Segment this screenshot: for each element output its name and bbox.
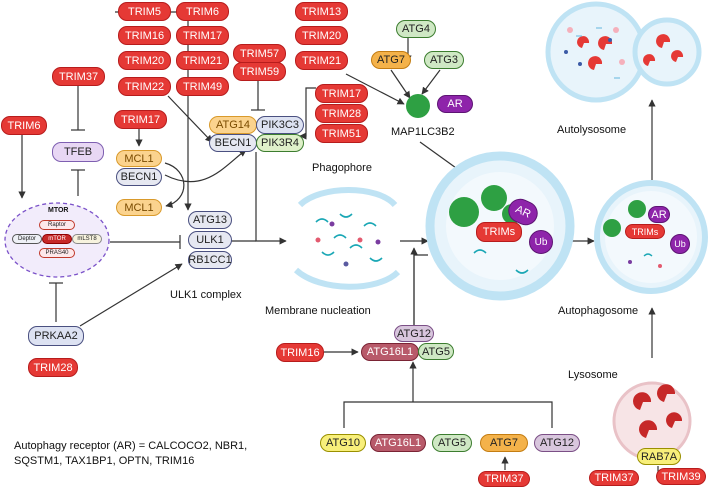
atg14-node: ATG14 — [209, 116, 257, 134]
trim5-node: TRIM5 — [118, 2, 171, 21]
atg12-complex-node: ATG12 — [394, 325, 434, 342]
edge-atg12-phago — [413, 254, 428, 330]
trim21-right-node: TRIM21 — [295, 51, 348, 70]
trims-forming-node: TRIMs — [476, 222, 522, 242]
edge-atg7-lc3 — [390, 69, 411, 99]
raptor-node: Raptor — [39, 220, 75, 230]
prkaa2-node: PRKAA2 — [28, 326, 84, 346]
edge-becn1-pi3k — [164, 149, 247, 183]
trim17-top-node: TRIM17 — [176, 26, 229, 45]
trim51-pik-node: TRIM51 — [315, 124, 368, 143]
edge-atg3-lc3 — [421, 69, 441, 95]
ar-top-node: AR — [437, 95, 473, 113]
ub-mature-node: Ub — [670, 234, 690, 254]
trim17-pik-node: TRIM17 — [315, 84, 368, 103]
pik3r4-node: PIK3R4 — [256, 134, 304, 152]
trim16-top-node: TRIM16 — [118, 26, 171, 45]
trim21-top-node: TRIM21 — [176, 51, 229, 70]
trim37-tfeb-node: TRIM37 — [52, 67, 105, 86]
trim59-node: TRIM59 — [233, 62, 286, 81]
ulk1-complex-label: ULK1 complex — [170, 289, 242, 301]
autophagosome-label: Autophagosome — [558, 305, 639, 317]
mcl1-bottom-node: MCL1 — [116, 199, 162, 216]
atg5-bottom-node: ATG5 — [432, 434, 472, 452]
map1lc3b2-label: MAP1LC3B2 — [391, 126, 455, 138]
trim6-top-node: TRIM6 — [176, 2, 229, 21]
atg13-node: ATG13 — [188, 211, 232, 229]
trim37-rab7a-node: TRIM37 — [589, 470, 639, 486]
atg16l1-bottom-node: ATG16L1 — [370, 434, 426, 452]
trim28-node: TRIM28 — [28, 358, 78, 377]
atg7-top-node: ATG7 — [371, 51, 411, 69]
trim22-node: TRIM22 — [118, 77, 171, 96]
atg4-node: ATG4 — [396, 20, 436, 38]
lysosome-label: Lysosome — [568, 369, 618, 381]
mtor-title: MTOR — [48, 207, 69, 214]
atg16l1-complex-node: ATG16L1 — [361, 343, 419, 361]
trim20-right-node: TRIM20 — [295, 26, 348, 45]
autolysosome-graphic — [545, 1, 702, 103]
map1lc3b2-circle — [406, 94, 430, 118]
membrane-nucleation-label: Membrane nucleation — [265, 305, 371, 317]
ub-forming-node: Ub — [529, 230, 553, 254]
rb1cc1-node: RB1CC1 — [188, 251, 232, 269]
trim17-mcl1-node: TRIM17 — [114, 110, 167, 129]
edge-trim17-pi3k — [299, 87, 316, 140]
phagophore-label: Phagophore — [312, 162, 372, 174]
trim49-node: TRIM49 — [176, 77, 229, 96]
atg10-node: ATG10 — [320, 434, 366, 452]
receptor-note-line2: SQSTM1, TAX1BP1, OPTN, TRIM16 — [14, 455, 195, 467]
trim20-top-node: TRIM20 — [118, 51, 171, 70]
atg12-bottom-node: ATG12 — [534, 434, 580, 452]
lysosome-graphic — [612, 381, 692, 461]
becn1-node: BECN1 — [116, 168, 162, 186]
trim16-node: TRIM16 — [276, 343, 324, 362]
mcl1-top-node: MCL1 — [116, 150, 162, 167]
autolysosome-label: Autolysosome — [557, 124, 627, 136]
trim6-mtor-node: TRIM6 — [1, 116, 47, 135]
receptor-note-line1: Autophagy receptor (AR) = CALCOCO2, NBR1… — [14, 440, 248, 452]
pik3c3-node: PIK3C3 — [256, 116, 304, 134]
trim13-node: TRIM13 — [295, 2, 348, 21]
trim28-pik-node: TRIM28 — [315, 104, 368, 123]
edge-pi3k-membrane — [255, 152, 287, 245]
deptor-node: Deptor — [12, 234, 42, 244]
trims-mature-node: TRIMs — [625, 224, 665, 239]
trim37-atg7-node: TRIM37 — [478, 471, 530, 487]
becn1-complex-node: BECN1 — [209, 134, 257, 152]
mlst8-node: mLST8 — [72, 234, 102, 244]
ar-mature-node: AR — [648, 206, 670, 223]
trim39-node: TRIM39 — [656, 468, 706, 485]
pras40-node: PRAS40 — [39, 248, 75, 258]
atg5-complex-node: ATG5 — [418, 343, 454, 360]
edge-trim13-lc3 — [345, 73, 405, 105]
edge-bottom-bracket — [343, 401, 553, 428]
trim57-node: TRIM57 — [233, 44, 286, 63]
edge-prkaa2-ulk — [79, 263, 183, 327]
phagophore-graphic — [293, 187, 401, 290]
atg7-bottom-node: ATG7 — [480, 434, 528, 452]
rab7a-node: RAB7A — [637, 448, 681, 465]
ulk1-node: ULK1 — [188, 231, 232, 249]
mtor-node: mTOR — [42, 234, 72, 244]
atg3-node: ATG3 — [424, 51, 464, 69]
edge-mcl1-mcl1 — [164, 162, 185, 208]
tfeb-node: TFEB — [52, 142, 104, 162]
edge-trims-pi3k — [167, 95, 213, 143]
